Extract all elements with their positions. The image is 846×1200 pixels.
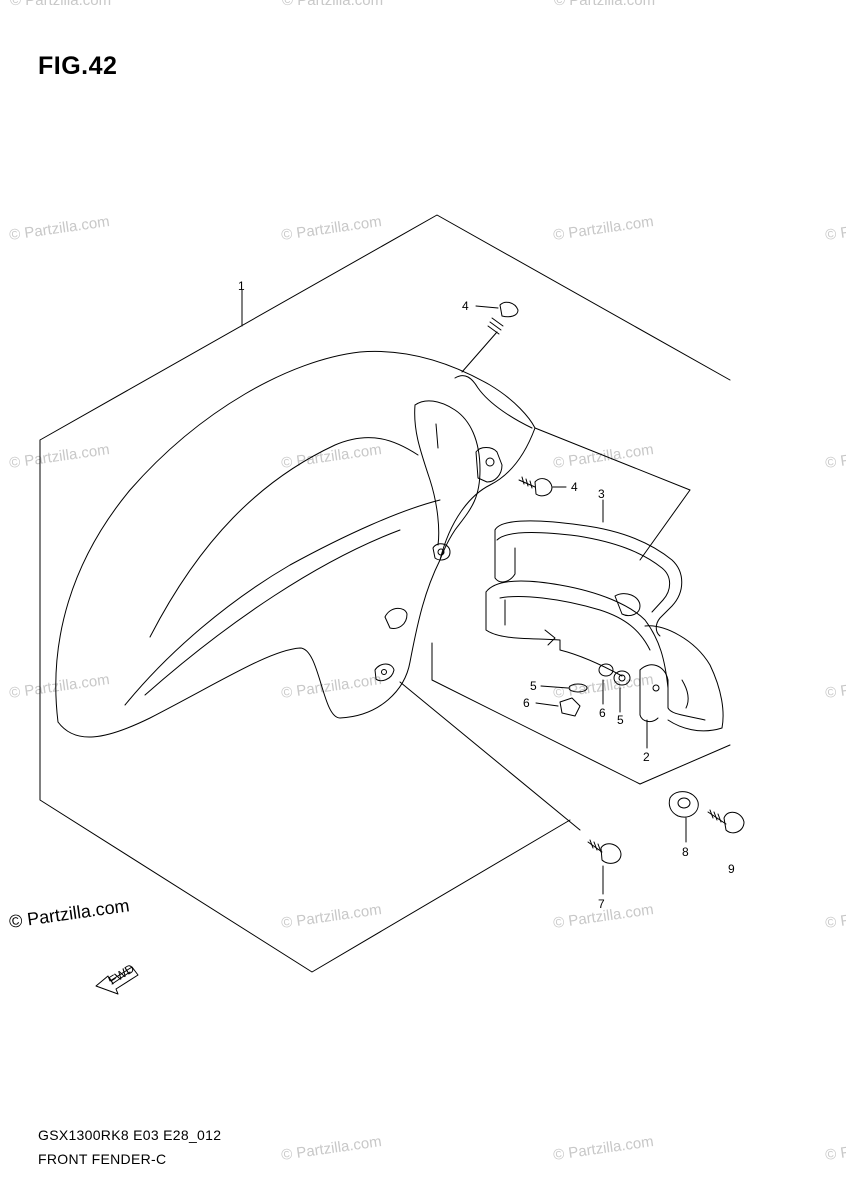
watermark: © Partzilla.com: [8, 441, 110, 472]
fwd-arrow-label: FWD: [106, 961, 137, 988]
watermark-layer: © Partzilla.com © Partzilla.com © Partzi…: [8, 0, 846, 1164]
watermark: © Partzilla.com: [280, 901, 382, 932]
callout-labels: 1 4 4 3 5 6 6 5 2 8 9 7: [238, 279, 735, 911]
figure-title: FIG.42: [38, 52, 118, 80]
nut-6a: [559, 697, 581, 717]
callout-4: 4: [462, 299, 469, 313]
drawing-name: FRONT FENDER-C: [38, 1151, 167, 1167]
washer-5b: [613, 670, 631, 686]
watermark: © Partzilla.com: [10, 0, 111, 9]
bolt-9: [707, 809, 745, 834]
callout-3: 3: [598, 487, 605, 501]
watermark: © Partzilla.com: [280, 441, 382, 472]
fender-brace: [485, 520, 683, 689]
watermark-main: © Partzilla.com: [8, 895, 131, 932]
callout-6: 6: [599, 706, 606, 720]
forward-arrow-icon: [95, 966, 139, 995]
fender-rear-piece: [639, 625, 724, 732]
watermark: © Partzilla.com: [824, 1133, 846, 1164]
watermark: © Partzilla.com: [824, 671, 846, 702]
watermark: © Partzilla.com: [280, 671, 382, 702]
watermark: © Partzilla.com: [552, 1133, 654, 1164]
watermark: © Partzilla.com: [282, 0, 383, 9]
screw-top: [487, 301, 519, 335]
watermark: © Partzilla.com: [824, 213, 846, 244]
callout-4: 4: [571, 480, 578, 494]
watermark: © Partzilla.com: [8, 213, 110, 244]
callout-2: 2: [643, 750, 650, 764]
grommet-8: [668, 791, 699, 818]
leader-lines: [241, 289, 687, 895]
watermark: © Partzilla.com: [8, 671, 110, 702]
sub-assembly-boundary: [639, 489, 691, 561]
callout-1: 1: [238, 279, 245, 293]
watermark: © Partzilla.com: [554, 0, 655, 9]
watermark: © Partzilla.com: [824, 441, 846, 472]
screw-7: [587, 839, 622, 864]
nut-6b: [598, 663, 614, 677]
screw-side: [518, 476, 553, 497]
callout-5: 5: [530, 679, 537, 693]
assembly-boundary: [39, 214, 731, 973]
callout-7: 7: [598, 897, 605, 911]
callout-9: 9: [728, 862, 735, 876]
watermark: © Partzilla.com: [552, 441, 654, 472]
watermark: © Partzilla.com: [280, 1133, 382, 1164]
front-fender: [55, 350, 536, 738]
washer-5a: [568, 683, 588, 693]
callout-6: 6: [523, 696, 530, 710]
sub-assembly-boundary: [431, 642, 641, 785]
watermark: © Partzilla.com: [552, 213, 654, 244]
callout-5: 5: [617, 713, 624, 727]
callout-8: 8: [682, 845, 689, 859]
watermark: © Partzilla.com: [280, 213, 382, 244]
sub-assembly-boundary: [534, 427, 691, 491]
watermark: © Partzilla.com: [824, 901, 846, 932]
sub-assembly-boundary: [639, 744, 731, 785]
drawing-code: GSX1300RK8 E03 E28_012: [38, 1127, 222, 1143]
